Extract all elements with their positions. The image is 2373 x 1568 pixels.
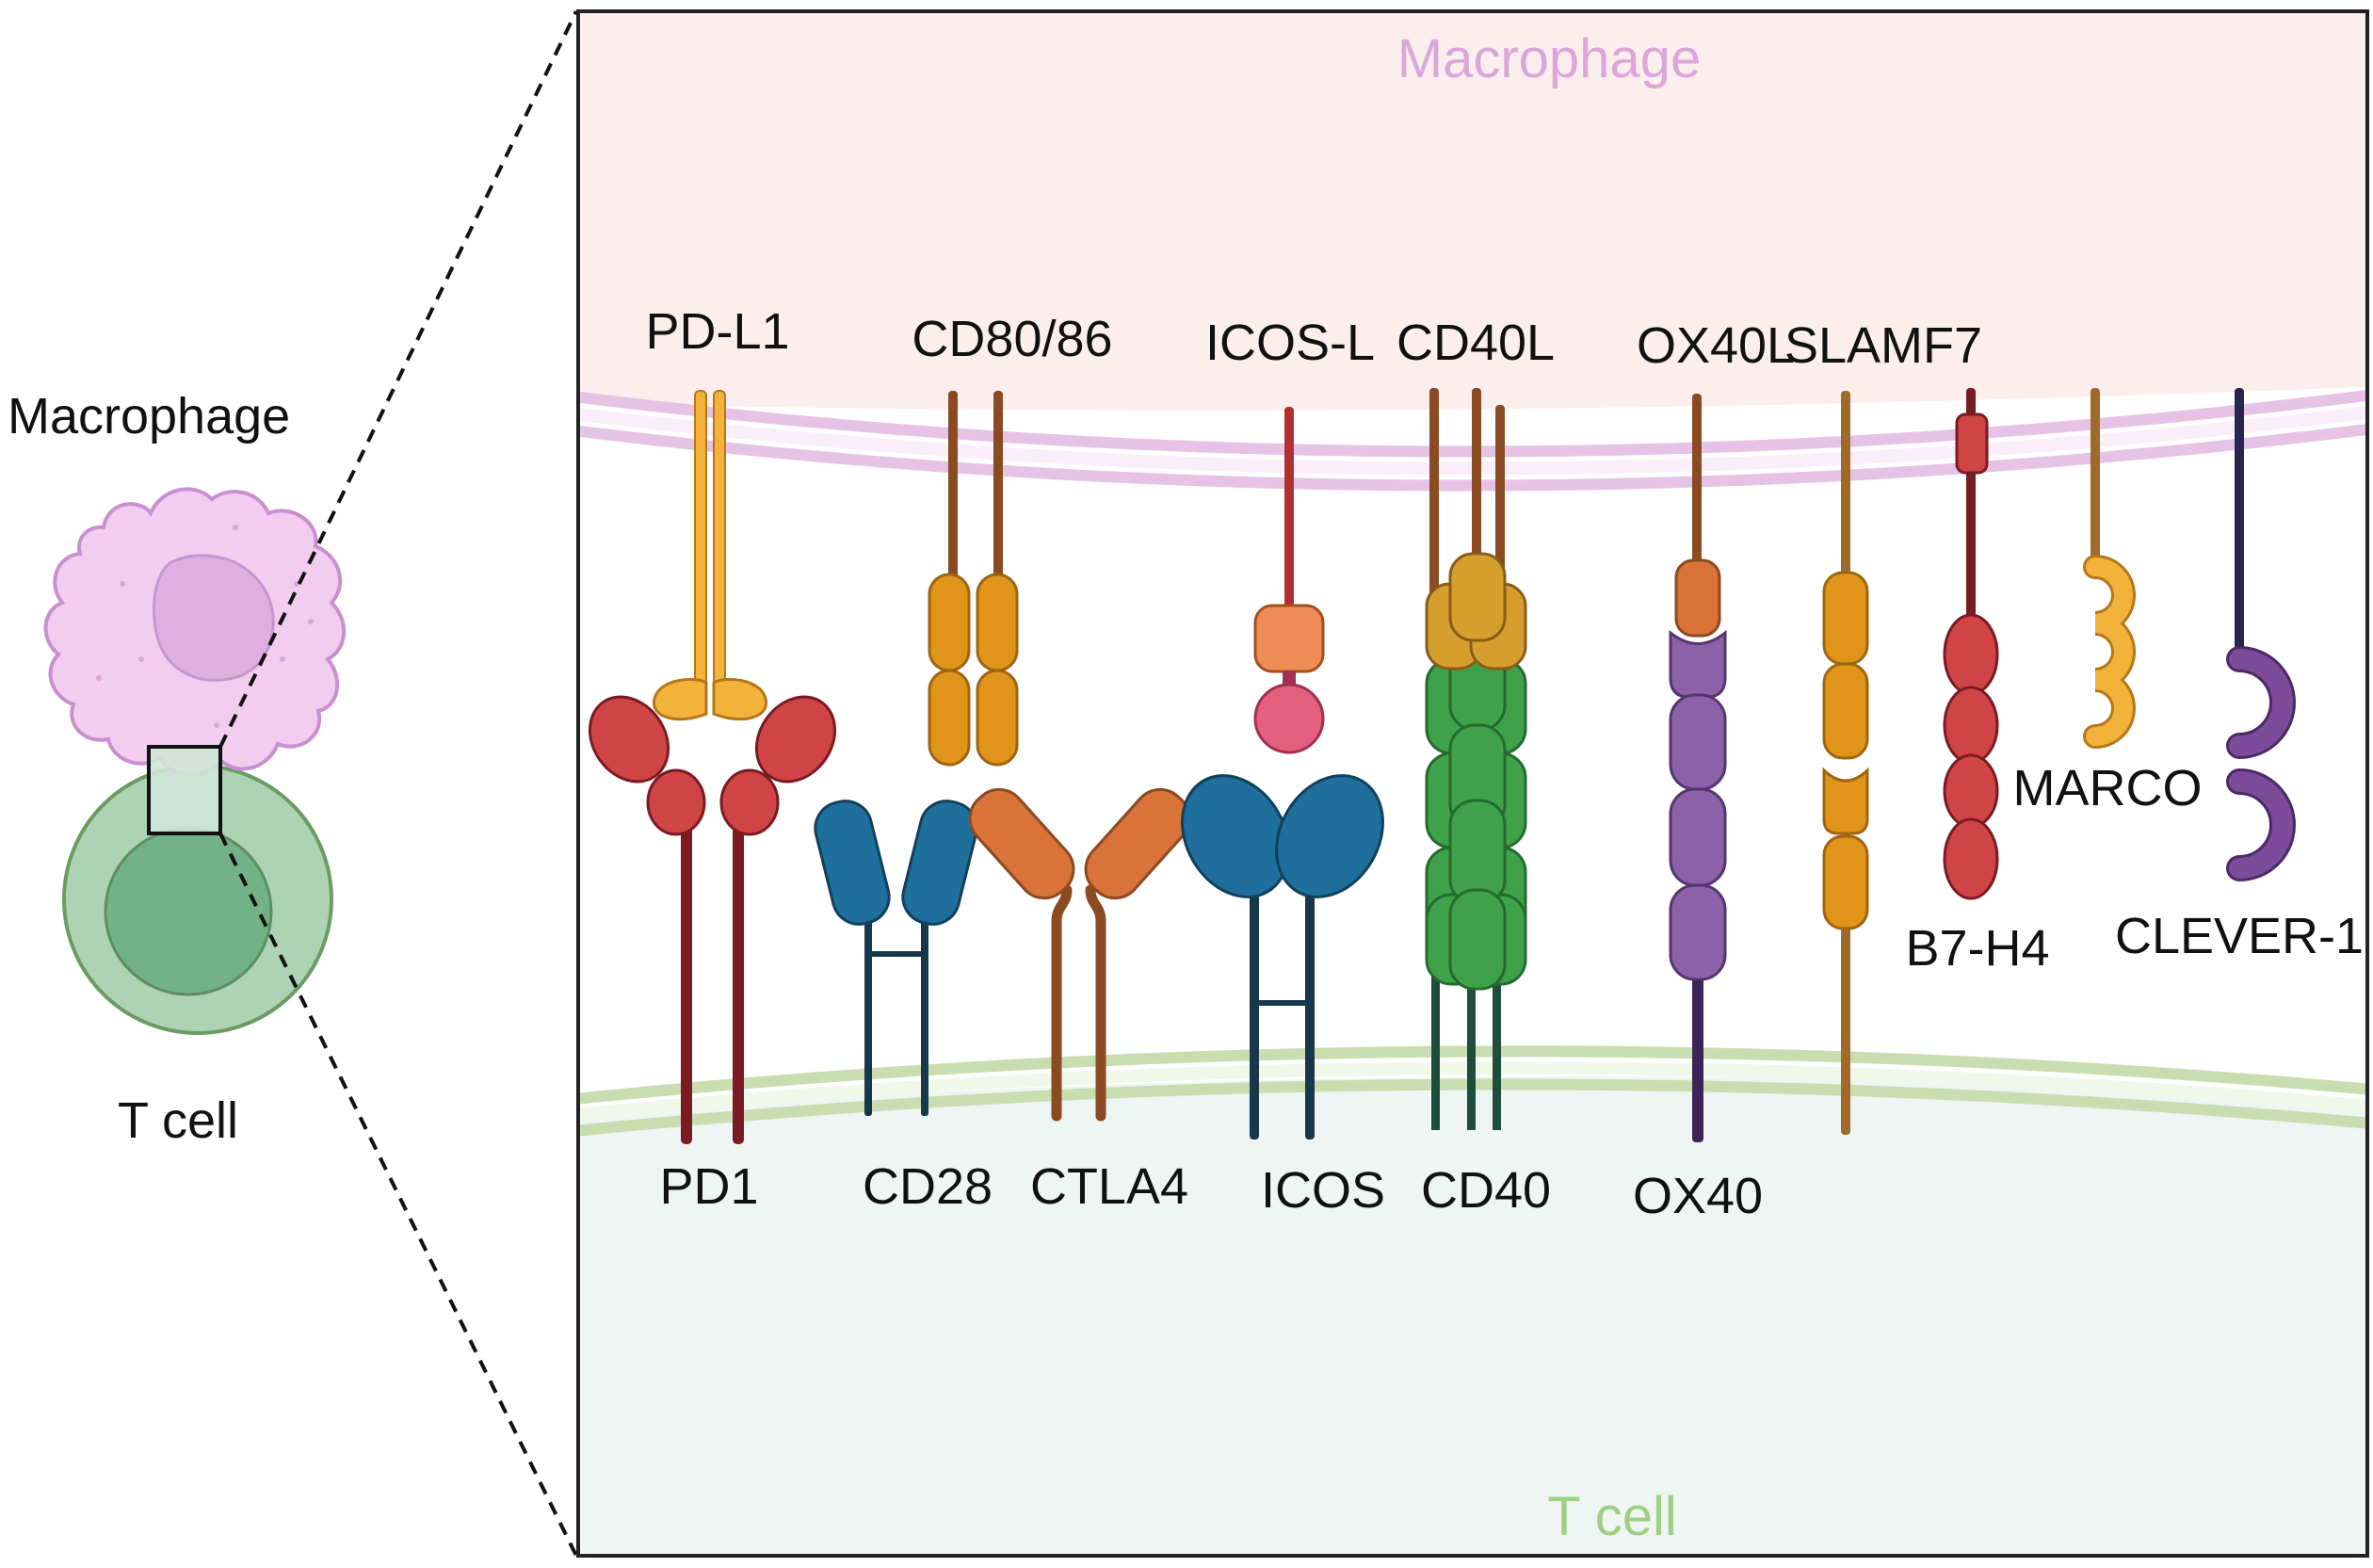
overview-macrophage <box>43 487 347 777</box>
label-pdl1: PD-L1 <box>645 303 789 360</box>
cd40l-cd40-molecule <box>1425 388 1527 1130</box>
icos-molecule <box>1181 774 1384 1140</box>
marco-molecule <box>2083 388 2136 749</box>
zoom-tcell-label: T cell <box>1547 1486 1677 1547</box>
ligand-labels: PD-L1 CD80/86 ICOS-L CD40L OX40L SLAMF7 … <box>645 303 2364 977</box>
cd28-molecule <box>814 800 978 1116</box>
label-marco: MARCO <box>2013 760 2203 816</box>
zoom-macrophage-label: Macrophage <box>1397 28 1701 89</box>
slamf7-molecule <box>1822 391 1869 1135</box>
overview-panel: Macrophage T cell <box>8 388 347 1149</box>
receptor-labels: PD1 CD28 CTLA4 ICOS CD40 OX40 <box>659 1158 1763 1224</box>
pdl1-molecule <box>653 390 767 721</box>
ox40l-molecule <box>1674 394 1721 638</box>
label-cd28: CD28 <box>863 1158 993 1215</box>
label-ox40: OX40 <box>1633 1168 1763 1224</box>
label-b7h4: B7-H4 <box>1905 920 2049 977</box>
macrophage-membrane <box>578 389 2367 492</box>
label-cd40: CD40 <box>1421 1162 1551 1219</box>
overview-tcell-label: T cell <box>118 1092 238 1149</box>
zoom-panel-border <box>576 9 2369 1558</box>
ox40-molecule <box>1669 629 1727 1142</box>
label-clever1: CLEVER-1 <box>2115 908 2364 964</box>
zoom-box <box>147 745 222 835</box>
label-slamf7: SLAMF7 <box>1784 317 1982 374</box>
zoom-panel: Macrophage T cell <box>576 9 2369 1558</box>
label-cd80-86: CD80/86 <box>912 311 1112 367</box>
zoom-line-top <box>218 10 578 748</box>
label-ox40l: OX40L <box>1637 317 1795 374</box>
label-icosl: ICOS-L <box>1205 315 1375 371</box>
tcell-region <box>578 1076 2367 1556</box>
overview-tcell <box>62 764 333 1035</box>
ctla4-molecule <box>968 787 1191 1122</box>
overview-macrophage-label: Macrophage <box>8 388 290 445</box>
zoom-line-bottom <box>218 832 578 1557</box>
icosl-molecule <box>1253 407 1325 754</box>
label-pd1: PD1 <box>659 1158 758 1215</box>
label-cd40l: CD40L <box>1396 315 1555 371</box>
label-icos: ICOS <box>1261 1162 1385 1219</box>
clever1-molecule <box>2226 388 2296 881</box>
cd80-86-molecule <box>928 391 1019 767</box>
pd1-molecule <box>588 695 837 1144</box>
label-ctla4: CTLA4 <box>1030 1158 1188 1215</box>
overlap-zone <box>151 747 220 833</box>
b7h4-molecule <box>1943 388 1999 900</box>
